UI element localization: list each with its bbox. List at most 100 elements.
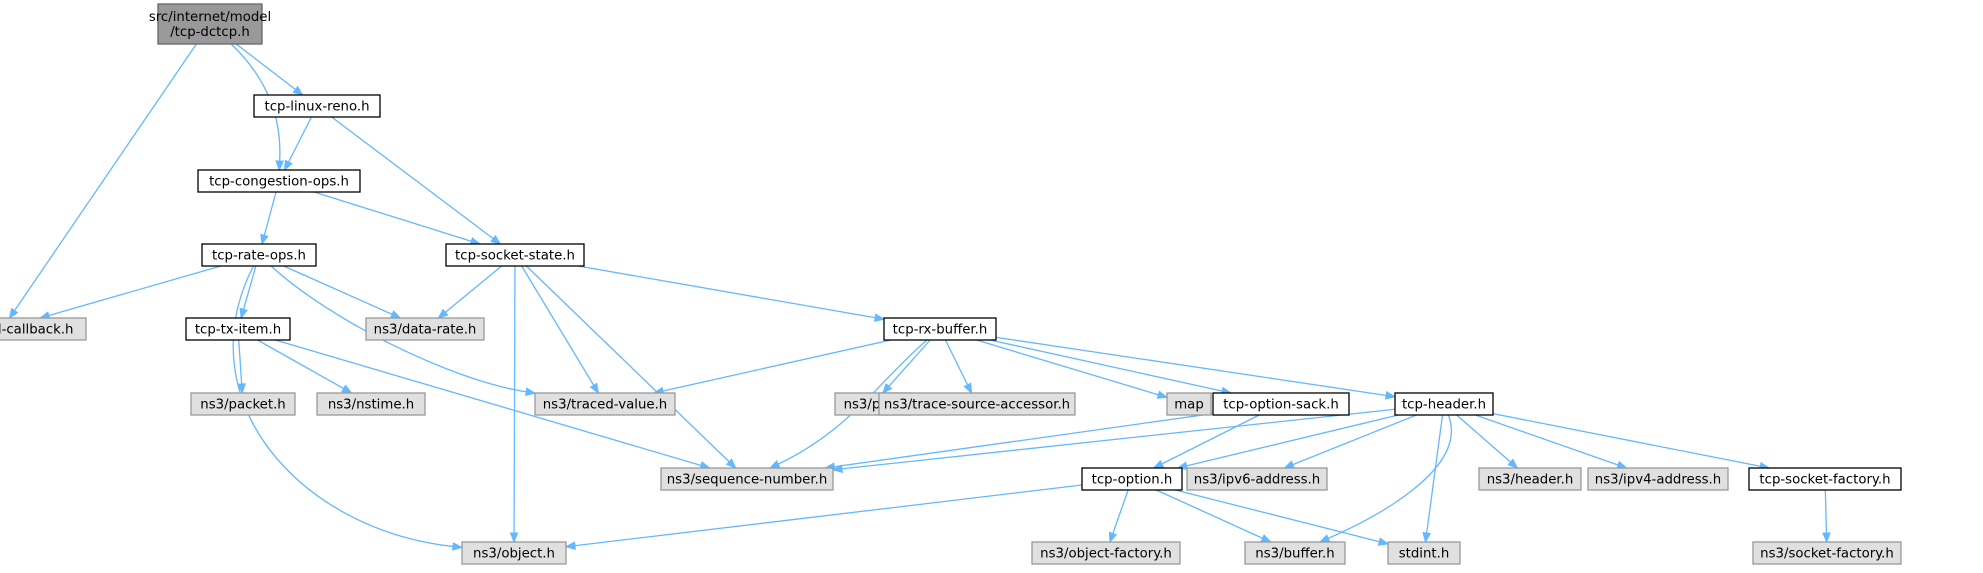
edge-root-to-traced_cb [8,43,197,320]
node-box [190,392,296,416]
node-label: tcp-header.h [1402,398,1486,413]
edge-sock_state-to-data_rate [437,265,503,319]
edge-line [653,339,892,394]
node-label: tcp-tx-item.h [195,323,281,338]
node-map: map [1166,392,1212,416]
arrowhead-icon [1822,532,1831,544]
edge-tx_item-to-packet [237,339,246,395]
node-linux-reno[interactable]: tcp-linux-reno.h [253,94,381,118]
edge-tcp_option-to-stdint [1175,489,1390,546]
node-stdint: stdint.h [1387,541,1461,565]
arrowhead-icon [490,234,502,245]
edge-sock_state-to-seq_num [525,265,737,469]
edge-line [1175,489,1389,545]
arrowhead-icon [564,541,576,550]
arrowhead-icon [452,542,464,551]
edge-line [283,265,401,319]
node-ipv6: ns3/ipv6-address.h [1186,467,1328,491]
arrowhead-icon [1422,532,1432,544]
nodes-layer: src/internet/model/tcp-dctcp.h tcp-linux-… [0,3,1902,565]
edge-line [1284,414,1417,469]
arrowhead-icon [275,160,284,172]
node-rx-buffer[interactable]: tcp-rx-buffer.h [883,317,997,341]
arrowhead-icon [768,460,781,469]
arrowhead-icon [237,383,246,395]
node-label: ns3/sequence-number.h [667,473,828,488]
edge-line [1327,414,1452,539]
arrowhead-icon [292,85,304,96]
edge-rx_buffer-to-trace_src [944,339,973,395]
arrowhead-icon [831,464,843,474]
arrowhead-icon [873,313,886,322]
node-label: tcp-option.h [1092,473,1173,488]
edge-line [1492,413,1770,469]
node-box [660,467,834,491]
node-trace-src: ns3/trace-source-accessor.h [878,392,1076,416]
node-label: src/internet/model [149,10,271,25]
node-box [1748,467,1902,491]
arrowhead-icon [1283,460,1295,469]
node-label: ns3/buffer.h [1255,547,1334,562]
node-box [253,94,381,118]
arrowhead-icon [509,532,519,544]
node-box [1387,541,1461,565]
edge-line [521,265,599,394]
edge-sock_state-to-traced_val [521,265,600,395]
edge-tcp_header-to-ipv6 [1283,414,1417,469]
edge-line [283,116,313,171]
node-root[interactable]: src/internet/model/tcp-dctcp.h [149,3,271,45]
edge-line [1155,489,1272,543]
edge-line [270,265,527,393]
node-cong-ops[interactable]: tcp-congestion-ops.h [197,169,361,193]
node-label: stdint.h [1399,547,1450,562]
node-packet: ns3/packet.h [190,392,296,416]
node-box [1587,467,1729,491]
node-box [1394,392,1494,416]
edge-line [525,265,737,469]
edge-tcp_option-to-buffer [1155,489,1272,543]
node-nstime: ns3/nstime.h [316,392,426,416]
node-box [201,243,317,267]
node-label: ns3/traced-value.h [543,398,667,413]
node-sock-fact[interactable]: tcp-socket-factory.h [1748,467,1902,491]
node-object: ns3/object.h [461,541,567,565]
arrowhead-icon [1156,390,1169,399]
node-tx-item[interactable]: tcp-tx-item.h [185,317,291,341]
node-label: ns3/socket-factory.h [1760,547,1894,562]
node-opt-sack[interactable]: tcp-option-sack.h [1212,392,1350,416]
arrowhead-icon [389,310,402,319]
edges-layer [8,43,1831,551]
node-label: tcp-rate-ops.h [212,249,306,264]
edge-rx_buffer-to-traced_val [652,339,892,396]
node-ipv4: ns3/ipv4-address.h [1587,467,1729,491]
edge-line [313,191,481,245]
node-box [316,392,426,416]
arrowhead-icon [1384,391,1397,400]
node-label: tcp-rx-buffer.h [893,323,988,338]
edge-rate_ops-to-data_rate [283,265,402,319]
edge-line [40,265,221,319]
arrowhead-icon [1377,537,1390,546]
node-box [157,3,263,45]
node-box [1166,392,1212,416]
node-rate-ops[interactable]: tcp-rate-ops.h [201,243,317,267]
node-tcp-option[interactable]: tcp-option.h [1081,467,1183,491]
node-box [1031,541,1181,565]
edge-linux_reno-to-sock_state [331,116,502,245]
node-box [883,317,997,341]
node-label: ns3/ipv6-address.h [1194,473,1320,488]
edge-line [1153,414,1260,469]
node-box [1478,467,1582,491]
edge-tcp_header-to-header [1456,414,1519,469]
node-tcp-header[interactable]: tcp-header.h [1394,392,1494,416]
node-box [1752,541,1902,565]
node-box [185,317,291,341]
node-label: tcp-congestion-ops.h [209,175,349,190]
node-sock-state[interactable]: tcp-socket-state.h [445,243,585,267]
edge-opt_sack-to-tcp_option [1152,414,1260,469]
edge-line [275,339,710,469]
arrowhead-icon [260,233,269,246]
node-label: tcp-socket-state.h [455,249,575,264]
edge-line [578,265,885,320]
edge-line [331,116,501,245]
